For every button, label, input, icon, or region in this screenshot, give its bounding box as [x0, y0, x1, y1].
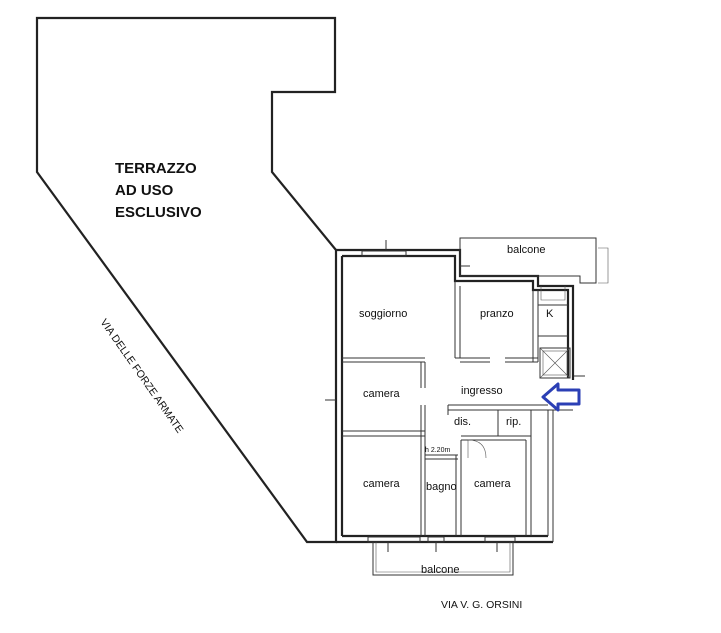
room-label-kitchen: K	[546, 308, 554, 320]
street-label-diagonal: VIA DELLE FORZE ARMATE	[98, 317, 186, 436]
terrace-label-line2: AD USO	[115, 182, 174, 199]
room-label-balcone-top: balcone	[507, 244, 546, 256]
terrace-label-line1: TERRAZZO	[115, 160, 197, 177]
room-label-rip: rip.	[506, 416, 521, 428]
room-label-dis: dis.	[454, 416, 471, 428]
entrance-arrow-icon	[541, 382, 581, 412]
room-label-balcone-bottom: balcone	[421, 564, 460, 576]
terrace-label-line3: ESCLUSIVO	[115, 204, 202, 221]
balcone-bottom-area	[372, 542, 514, 576]
room-label-pranzo: pranzo	[480, 308, 514, 320]
balcone-top-area	[459, 237, 609, 284]
interior-walls	[342, 281, 571, 536]
room-label-ingresso: ingresso	[461, 385, 503, 397]
room-label-bagno: bagno	[426, 481, 457, 493]
room-label-camera-mid: camera	[363, 388, 401, 400]
room-label-camera-left: camera	[363, 478, 401, 490]
room-label-soggiorno: soggiorno	[359, 308, 407, 320]
room-label-camera-right: camera	[474, 478, 512, 490]
terrace-outline	[35, 16, 338, 544]
height-note: h 2.20m	[425, 447, 450, 454]
window-marks	[325, 240, 585, 552]
street-label-bottom: VIA V. G. ORSINI	[441, 599, 522, 611]
